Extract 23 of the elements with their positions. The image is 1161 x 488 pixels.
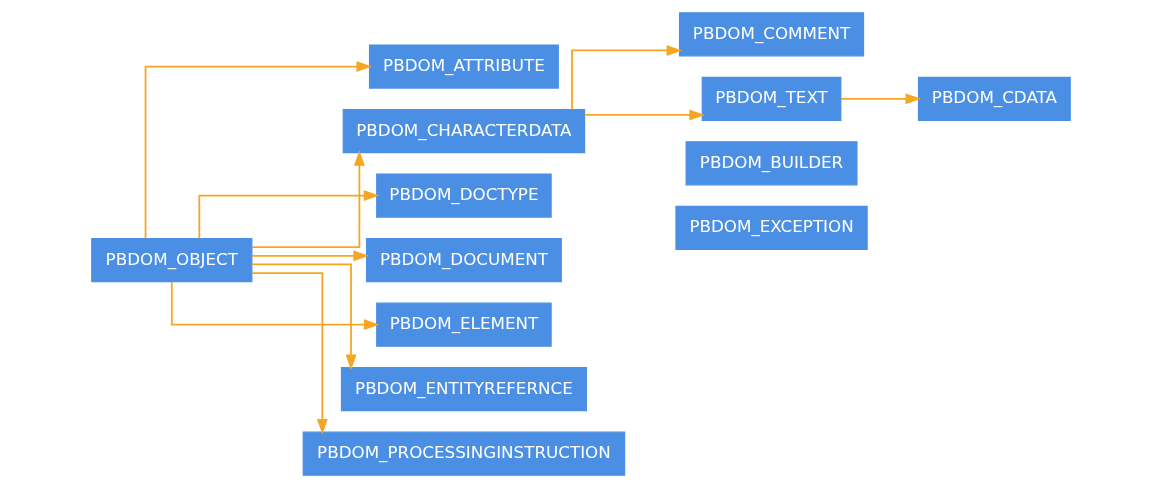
arrow xyxy=(570,45,682,111)
arrow xyxy=(250,250,369,262)
node-box: PBDOM_ATTRIBUTE xyxy=(368,44,559,89)
node-box: PBDOM_CDATA xyxy=(917,76,1071,121)
node-box: PBDOM_ENTITYREFERNCE xyxy=(340,367,587,412)
node-box: PBDOM_TEXT xyxy=(701,76,841,121)
arrow xyxy=(197,190,379,240)
node-box: PBDOM_ELEMENT xyxy=(375,302,552,347)
node-box: PBDOM_DOCTYPE xyxy=(375,173,552,218)
node-box: PBDOM_CHARACTERDATA xyxy=(342,109,585,154)
arrow xyxy=(170,281,379,331)
node-box: PBDOM_EXCEPTION xyxy=(674,205,868,250)
arrow xyxy=(144,61,372,240)
node-box: PBDOM_PROCESSINGINSTRUCTION xyxy=(302,431,625,476)
arrow xyxy=(839,93,921,105)
node-box: PBDOM_DOCUMENT xyxy=(365,238,562,283)
arrow xyxy=(583,109,705,121)
arrow xyxy=(250,150,365,249)
node-box: PBDOM_COMMENT xyxy=(678,12,864,57)
arrow xyxy=(250,272,328,435)
node-box: PBDOM_BUILDER xyxy=(685,141,858,186)
node-box: PBDOM_OBJECT xyxy=(90,238,252,283)
arrow xyxy=(250,263,356,371)
